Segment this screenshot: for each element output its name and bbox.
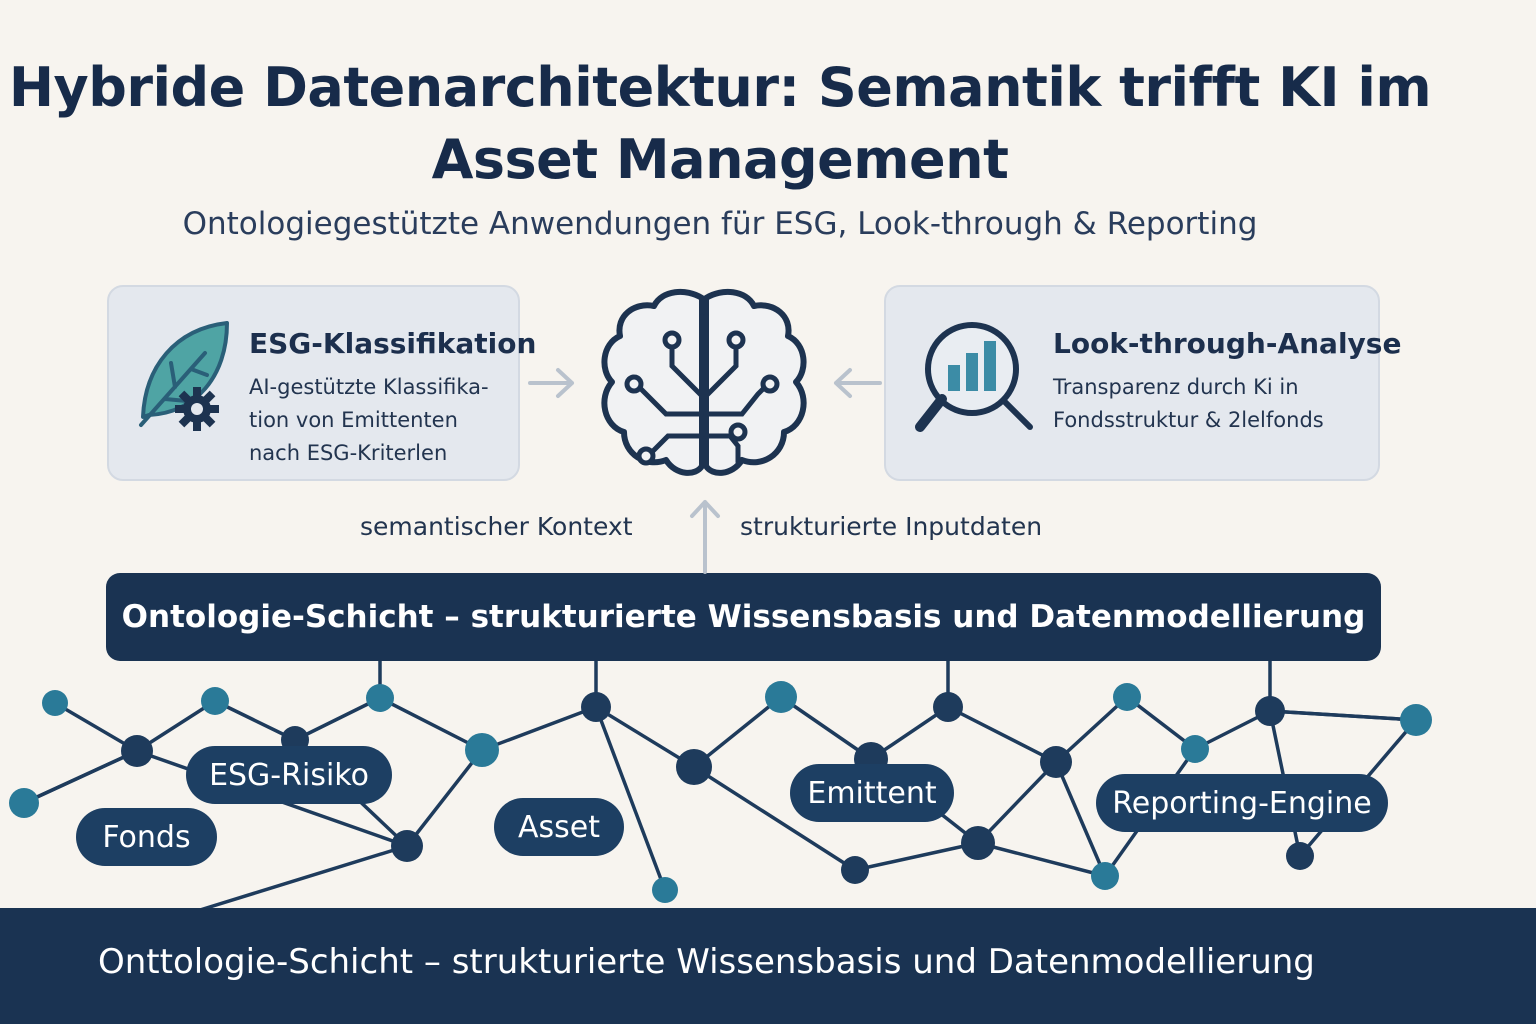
flow-label-input: strukturierte Inputdaten: [740, 512, 1043, 541]
page-subtitle: Ontologiegestützte Anwendungen für ESG, …: [182, 206, 1258, 242]
graph-edge: [1269, 709, 1417, 722]
graph-edge: [23, 749, 138, 805]
graph-edge: [976, 760, 1058, 845]
node-label-reporting-engine: Reporting-Engine: [1096, 774, 1388, 832]
node-label-fonds: Fonds: [76, 808, 217, 866]
graph-node: [676, 749, 712, 785]
graph-node: [1091, 862, 1119, 890]
graph-node: [581, 692, 611, 722]
graph-edge: [294, 696, 381, 742]
graph-edge: [214, 699, 296, 742]
graph-node: [366, 684, 394, 712]
graph-node: [121, 735, 153, 767]
graph-edge: [405, 748, 484, 848]
flow-label-semantic: semantischer Kontext: [360, 512, 633, 541]
graph-node: [933, 692, 963, 722]
graph-edge: [379, 696, 483, 752]
card-text-esg: AI-gestützte Klassifika-tion von Emitten…: [249, 375, 489, 465]
esg-classification-card: ESG-Klassifikation AI-gestützte Klassifi…: [107, 285, 536, 481]
graph-node: [42, 690, 68, 716]
node-label-emittent: Emittent: [790, 764, 954, 822]
graph-node: [465, 733, 499, 767]
magnifier-chart-icon: [915, 322, 1033, 432]
graph-edge: [481, 705, 597, 752]
brain-circuit-icon: [601, 288, 807, 476]
graph-edge: [780, 695, 872, 761]
graph-node: [1255, 696, 1285, 726]
graph-node: [1040, 746, 1072, 778]
graph-node: [1400, 704, 1432, 736]
footer-bar: Onttologie-Schicht – strukturierte Wisse…: [0, 908, 1536, 1024]
graph-edge: [1054, 695, 1129, 764]
footer-text: Onttologie-Schicht – strukturierte Wisse…: [98, 942, 1315, 982]
node-label-asset: Asset: [494, 798, 624, 856]
card-title-lookthrough: Look-through-Analyse: [1053, 327, 1402, 360]
node-label-esg-risiko: ESG-Risiko: [186, 746, 392, 804]
graph-edge: [977, 841, 1106, 878]
graph-edge: [854, 841, 979, 872]
graph-node: [1113, 683, 1141, 711]
page-title: Hybride Datenarchitektur: Semantik triff…: [8, 56, 1432, 191]
graph-node: [1286, 842, 1314, 870]
graph-node: [961, 826, 995, 860]
graph-node: [1181, 735, 1209, 763]
graph-edge: [1125, 695, 1197, 751]
graph-node: [391, 830, 423, 862]
graph-node: [841, 856, 869, 884]
card-text-lookthrough: Transparenz durch Ki in Fondsstruktur & …: [1053, 375, 1324, 432]
card-title-esg: ESG-Klassifikation: [249, 327, 537, 360]
arrow-right-icon: [528, 368, 574, 398]
look-through-card: Look-through-Analyse Transparenz durch K…: [884, 285, 1401, 481]
graph-node: [765, 681, 797, 713]
graph-edge: [692, 695, 783, 769]
graph-edge: [1054, 761, 1107, 877]
graph-edge: [693, 765, 856, 872]
graph-edge: [595, 705, 695, 769]
graph-edge: [199, 844, 408, 912]
graph-edge: [594, 706, 667, 891]
graph-node: [201, 687, 229, 715]
graph-node: [652, 877, 678, 903]
leaf-gear-icon: [139, 321, 229, 431]
graph-node: [9, 788, 39, 818]
ontology-bar: Ontologie-Schicht – strukturierte Wissen…: [106, 573, 1381, 661]
graph-edge: [947, 705, 1057, 764]
arrow-left-icon: [834, 368, 882, 398]
arrow-up-icon: [690, 500, 720, 574]
